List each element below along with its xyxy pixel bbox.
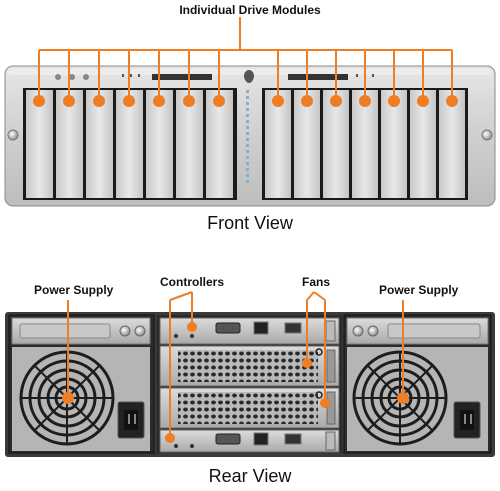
rear-view-title: Rear View (208, 466, 292, 486)
screw-icon (352, 325, 364, 337)
drive-module (146, 90, 173, 198)
front-view-title: Front View (207, 213, 293, 233)
controllers-label: Controllers (160, 275, 225, 289)
drive-module (86, 90, 113, 198)
drive-module (410, 90, 436, 198)
screw-icon (367, 325, 379, 337)
fan-module-bottom (159, 387, 340, 429)
screw-icon (134, 325, 146, 337)
fan-module-top (159, 345, 340, 387)
ethernet-port-icon (253, 321, 269, 335)
power-supply-right-label: Power Supply (379, 283, 459, 297)
center-modules (157, 315, 342, 453)
drive-module (56, 90, 83, 198)
front-chassis (4, 17, 496, 207)
left-power-supply (8, 314, 155, 454)
drive-module (352, 90, 378, 198)
apple-logo-icon (244, 65, 254, 83)
drive-module (176, 90, 203, 198)
drive-module (26, 90, 53, 198)
right-drive-modules (265, 90, 465, 198)
drive-module (323, 90, 349, 198)
drive-module (206, 90, 233, 198)
drive-module (294, 90, 320, 198)
activity-led-column (245, 90, 250, 193)
screw-icon (119, 325, 131, 337)
drive-module (381, 90, 407, 198)
left-drive-modules (26, 90, 233, 198)
left-rack-screw-icon (7, 129, 19, 141)
drive-module (116, 90, 143, 198)
power-supply-left-label: Power Supply (34, 283, 114, 297)
rear-callout-dots (62, 322, 409, 443)
fans-label: Fans (302, 275, 331, 289)
rear-chassis (5, 291, 495, 457)
drive-callout-dots (33, 95, 458, 107)
drive-module (439, 90, 465, 198)
controller-bottom (159, 429, 340, 453)
drive-module (265, 90, 291, 198)
drive-callout-lines (38, 17, 453, 101)
ethernet-port-icon (253, 432, 269, 446)
rear-callout-lines (67, 291, 404, 438)
right-power-supply (343, 314, 492, 454)
right-rack-screw-icon (481, 129, 493, 141)
controller-top (159, 317, 340, 345)
status-indicators (55, 65, 374, 83)
drive-modules-label: Individual Drive Modules (179, 3, 321, 17)
